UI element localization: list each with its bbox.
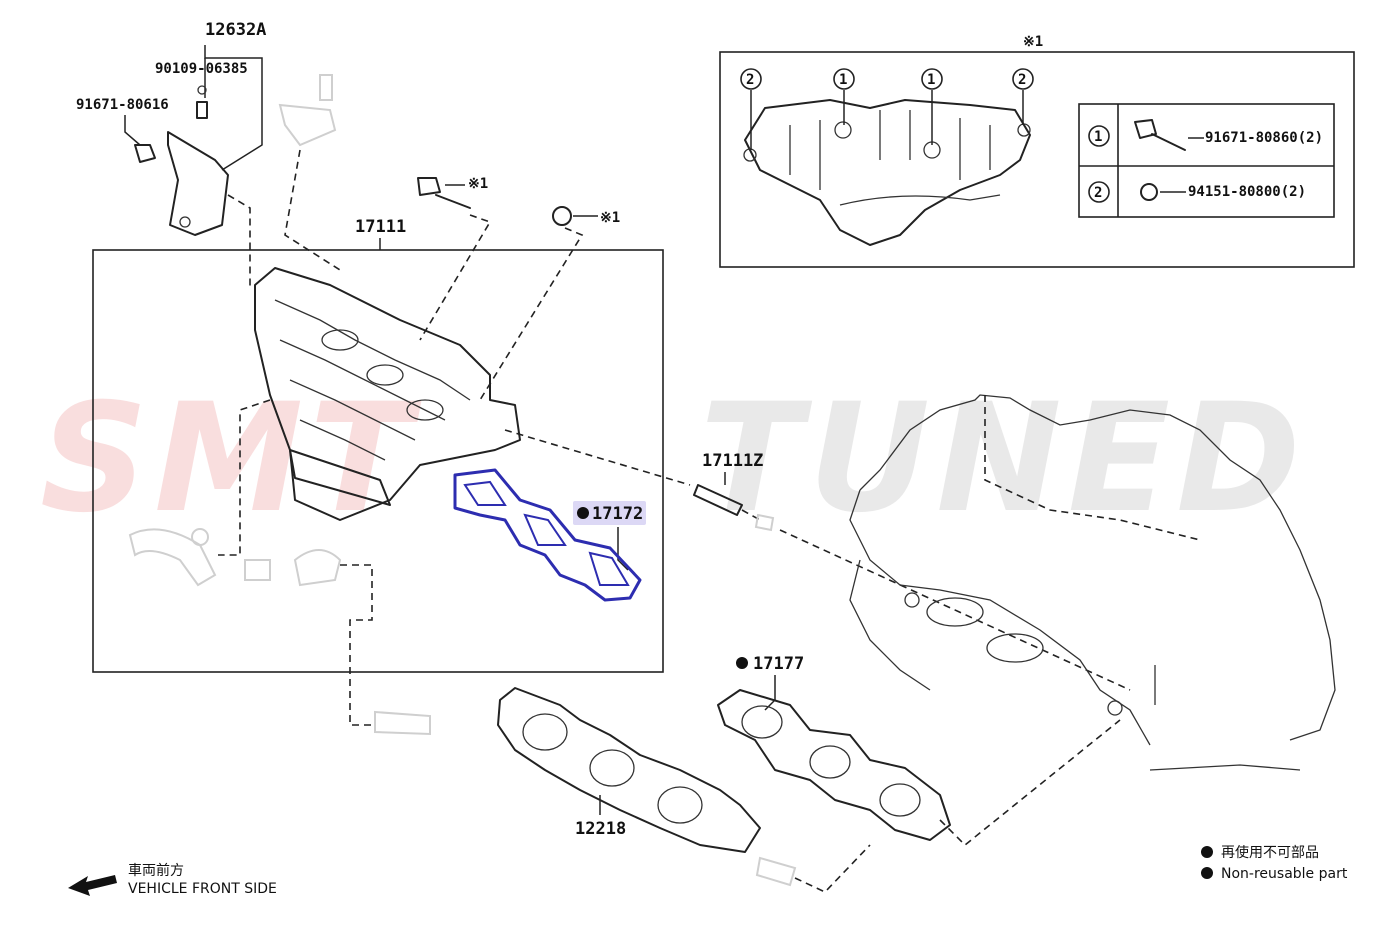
gasket-17172-icon (453, 468, 642, 602)
callout-bubble-4 (1012, 68, 1034, 90)
engine-block (849, 394, 1336, 771)
bolt-90109-icon (197, 85, 207, 95)
callout-bubble-3 (921, 68, 943, 90)
ghost-sensor (278, 74, 341, 271)
watermark-part2: TUNED (700, 372, 1307, 546)
legend-nut-icon (1140, 183, 1158, 201)
gasket-17172: 17172 (453, 468, 646, 602)
legend-label-en: Non-reusable part (1221, 866, 1348, 882)
stud-17111z: 17111Z (693, 451, 1131, 691)
bolt-90109-body-icon (196, 101, 208, 119)
non-reusable-legend: 再使用不可部品 Non-reusable part (1201, 844, 1348, 882)
label-17172: 17172 (592, 504, 643, 524)
legend-bubble-2 (1088, 181, 1110, 203)
non-reusable-dot-17177 (736, 657, 748, 669)
ref-bolts: ※1 ※1 (417, 176, 620, 401)
callout-num-1: 2 (746, 72, 754, 88)
legend-dot-icon-2 (1201, 867, 1213, 879)
gasket-17177-icon (717, 689, 951, 841)
legend-part-2: 94151-80800(2) (1188, 184, 1306, 200)
gasket-12218: 12218 (497, 687, 871, 893)
watermark-part1: SMT (40, 372, 422, 546)
inset-panel: ※1 2 1 1 2 1 91671-80860(2) 2 (719, 34, 1355, 268)
legend-num-1: 1 (1094, 129, 1102, 145)
bolt-91671-80616-icon (134, 144, 156, 163)
inset-manifold-icon (744, 99, 1031, 246)
ref-mark-2: ※1 (600, 210, 620, 226)
callout-num-4: 2 (1018, 72, 1026, 88)
gasket-12218-icon (497, 687, 761, 853)
label-17111: 17111 (355, 217, 406, 237)
inset-legend-table (1078, 103, 1335, 218)
gasket-17177: 17177 (717, 654, 1121, 847)
front-arrow-icon (68, 875, 117, 896)
inset-box (719, 51, 1355, 268)
label-12632a: 12632A (205, 20, 266, 40)
legend-bolt-icon (1134, 119, 1157, 139)
legend-bubble-1 (1088, 125, 1110, 147)
callout-bubble-2 (833, 68, 855, 90)
non-reusable-dot-17172 (577, 507, 589, 519)
inset-title: ※1 (1023, 34, 1043, 50)
bracket-group: 12632A 90109-06385 91671-80616 (76, 20, 266, 290)
callout-num-2: 1 (839, 72, 847, 88)
ref-nut-icon (552, 206, 572, 226)
front-label-en: VEHICLE FRONT SIDE (128, 881, 277, 897)
manifold-assembly-box (92, 249, 664, 673)
intake-manifold: 17111 (218, 217, 691, 556)
legend-part-1: 91671-80860(2) (1205, 130, 1323, 146)
front-label-jp: 車両前方 (128, 862, 184, 879)
bracket-12632a-icon (167, 131, 229, 236)
legend-num-2: 2 (1094, 185, 1102, 201)
label-91671-80616: 91671-80616 (76, 97, 169, 113)
gasket-17172-highlight (573, 501, 646, 525)
callout-bubble-1 (740, 68, 762, 90)
stud-17111z-icon (693, 484, 743, 516)
legend-label-jp: 再使用不可部品 (1221, 844, 1319, 861)
label-90109-06385: 90109-06385 (155, 61, 248, 77)
label-12218: 12218 (575, 819, 626, 839)
vehicle-front-indicator: 車両前方 VEHICLE FRONT SIDE (68, 862, 277, 897)
callout-num-3: 1 (927, 72, 935, 88)
ghost-hoses (128, 528, 431, 736)
ref-mark-1: ※1 (468, 176, 488, 192)
legend-dot-icon (1201, 846, 1213, 858)
label-17111z: 17111Z (702, 451, 763, 471)
manifold-17111-icon (254, 267, 521, 521)
watermark: SMT TUNED (40, 372, 1307, 546)
label-17177: 17177 (753, 654, 804, 674)
ref-bolt-1-icon (417, 177, 441, 196)
